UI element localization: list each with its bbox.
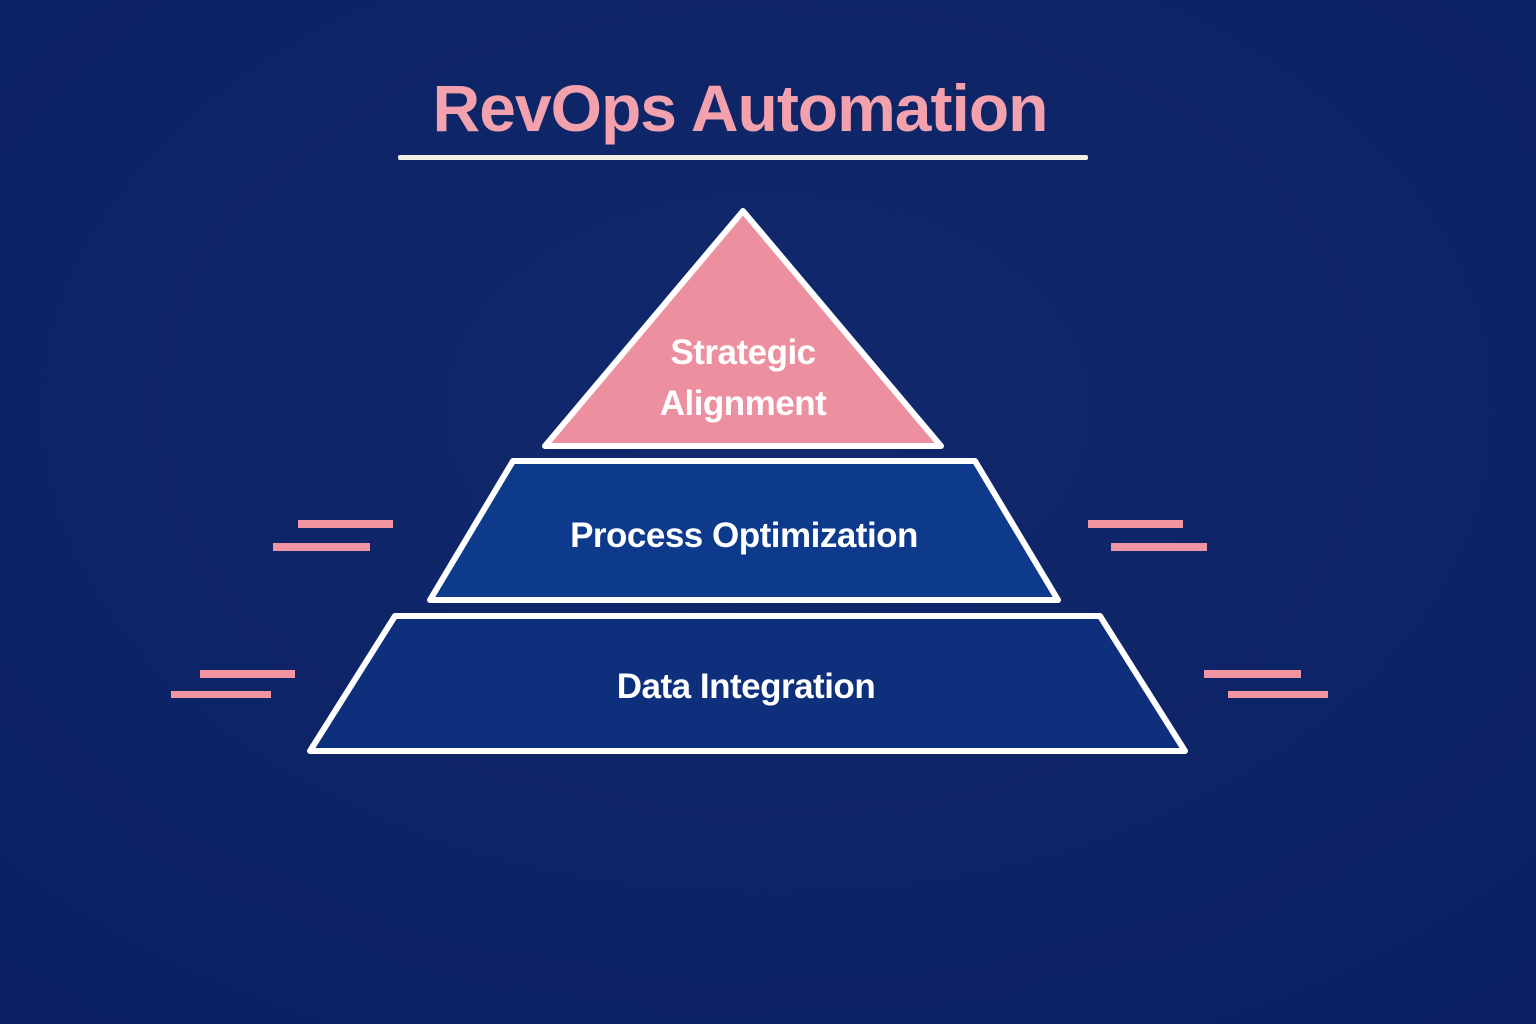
speed-line bbox=[298, 520, 393, 528]
tier-1-label-line-1: Strategic bbox=[670, 333, 815, 372]
speed-line bbox=[1204, 670, 1301, 678]
speed-lines-left-bottom bbox=[171, 670, 295, 698]
speed-line bbox=[1111, 543, 1207, 551]
page-title: RevOps Automation bbox=[432, 71, 1049, 145]
tier-3-label: Data Integration bbox=[617, 667, 875, 706]
tier-2-label: Process Optimization bbox=[570, 516, 918, 555]
pyramid-tier-3-shape bbox=[307, 613, 1188, 754]
pyramid-tier-1-shape bbox=[542, 208, 944, 449]
speed-line bbox=[1228, 691, 1328, 698]
tier-1-label-line-2: Alignment bbox=[660, 384, 827, 423]
title-underline bbox=[398, 155, 1088, 160]
speed-lines-left-middle bbox=[273, 520, 393, 551]
speed-line bbox=[171, 691, 271, 698]
speed-line bbox=[1088, 520, 1183, 528]
speed-line bbox=[273, 543, 370, 551]
speed-lines-right-middle bbox=[1088, 520, 1207, 551]
speed-lines-right-bottom bbox=[1204, 670, 1328, 698]
speed-line bbox=[200, 670, 295, 678]
pyramid-tier-2-shape bbox=[427, 458, 1061, 603]
